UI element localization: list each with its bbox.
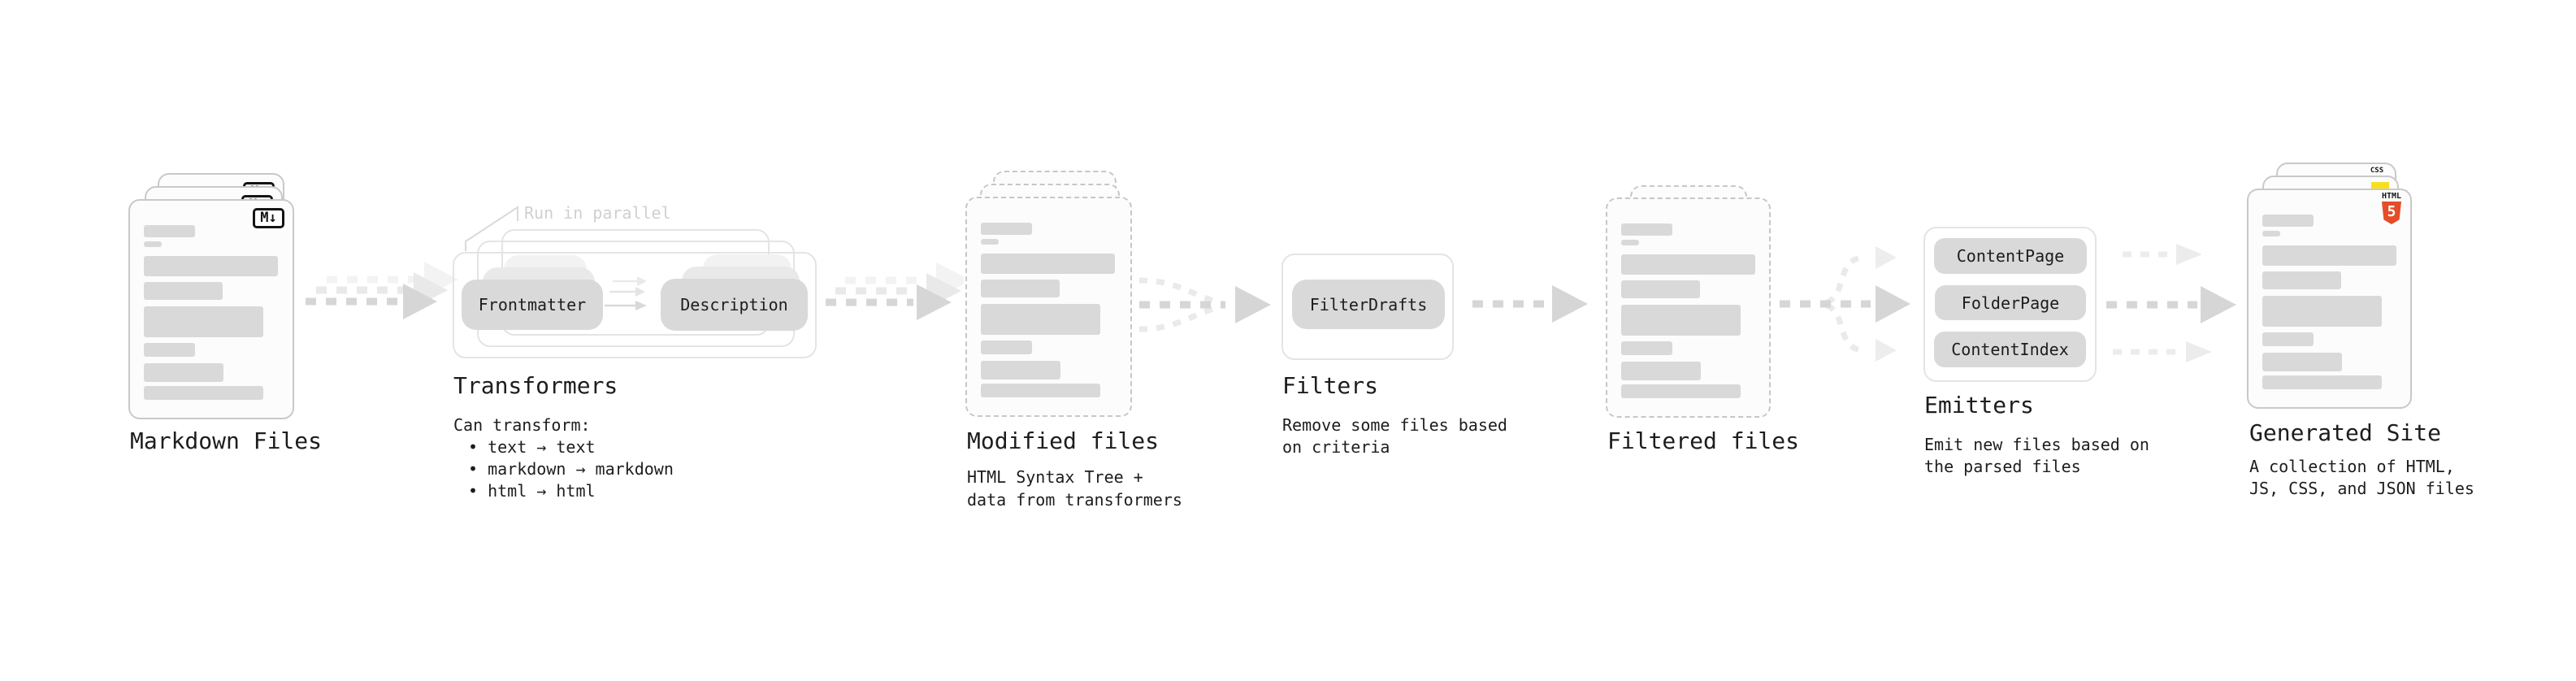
flow-arrow-icon (1472, 285, 1588, 323)
modified-file-card (965, 197, 1132, 417)
emitter-chip-contentindex: ContentIndex (1934, 332, 2086, 367)
skeleton-bar (981, 384, 1100, 397)
stage-title: Emitters (1924, 392, 2034, 419)
transformer-layer-box (453, 252, 817, 358)
chip-arrow-icon (609, 287, 645, 297)
html5-word: HTML (2382, 192, 2402, 201)
note-connector-line (465, 206, 518, 251)
html5-shield: 5 (2382, 202, 2401, 224)
skeleton-bar (2262, 353, 2342, 371)
skeleton-bar (2262, 245, 2396, 266)
skeleton-bar (144, 306, 263, 337)
stage-description: A collection of HTML, JS, CSS, and JSON … (2249, 456, 2474, 500)
run-in-parallel-note: Run in parallel (524, 203, 671, 223)
skeleton-bar (2262, 332, 2314, 346)
transform-bullet-list: • text → text • markdown → markdown • ht… (468, 436, 674, 502)
skeleton-bar (981, 304, 1100, 335)
skeleton-bar (144, 241, 162, 247)
parallel-flow-arrow-icon (826, 262, 964, 320)
stage-description: HTML Syntax Tree + data from transformer… (967, 466, 1182, 511)
skeleton-bar (981, 340, 1032, 354)
stage-title: Generated Site (2249, 419, 2442, 446)
desc-line: data from transformers (967, 490, 1182, 510)
filter-chip-filterdrafts: FilterDrafts (1292, 280, 1445, 329)
stage-title: Filtered files (1607, 427, 1800, 454)
flow-arrow-icon (2106, 286, 2236, 323)
javascript-logo-icon (2371, 182, 2389, 189)
parallel-flow-arrow-icon (306, 262, 458, 319)
stage-title: Transformers (453, 372, 618, 399)
desc-line: JS, CSS, and JSON files (2249, 479, 2474, 498)
desc-line: Emit new files based on (1924, 435, 2149, 454)
skeleton-bar (2262, 215, 2314, 227)
skeleton-bar (144, 386, 263, 400)
stage-description: Emit new files based on the parsed files (1924, 434, 2149, 478)
desc-line: Can transform: (453, 415, 591, 435)
skeleton-bar (144, 282, 223, 300)
skeleton-bar (1621, 254, 1755, 275)
bullet-line: • text → text (468, 437, 596, 457)
emitter-chip-folderpage: FolderPage (1935, 285, 2086, 320)
html5-logo-icon: HTML 5 (2382, 193, 2401, 224)
chip-arrow-icon (613, 276, 647, 286)
stage-description: Remove some files based on criteria (1282, 414, 1507, 458)
desc-line: HTML Syntax Tree + (967, 467, 1143, 487)
skeleton-bar (1621, 305, 1741, 336)
markdown-file-card: M↓ (128, 199, 294, 419)
skeleton-bar (1621, 280, 1700, 298)
skeleton-bar (1621, 223, 1672, 236)
bullet-line: • markdown → markdown (468, 459, 674, 479)
diverge-arrow-icon (1780, 246, 1910, 362)
stage-title: Filters (1282, 372, 1379, 399)
skeleton-bar (2262, 231, 2280, 236)
skeleton-bar (144, 256, 278, 276)
skeleton-bar (981, 361, 1060, 380)
skeleton-bar (2262, 271, 2341, 289)
transformer-chip-description: Description (661, 279, 808, 331)
skeleton-bar (1621, 362, 1701, 380)
desc-line: Remove some files based (1282, 415, 1507, 435)
skeleton-bar (981, 223, 1032, 235)
skeleton-bar (1621, 384, 1741, 398)
css-label: CSS (2370, 167, 2384, 175)
skeleton-bar (2262, 296, 2382, 327)
filtered-file-card (1606, 197, 1771, 418)
chip-arrow-icon (605, 301, 647, 310)
skeleton-bar (981, 254, 1115, 274)
stage-description: Can transform: (453, 414, 591, 436)
skeleton-bar (1621, 341, 1672, 355)
skeleton-bar (981, 239, 999, 245)
desc-line: A collection of HTML, (2249, 457, 2455, 476)
skeleton-bar (981, 280, 1060, 297)
flow-arrow-icon (2113, 341, 2212, 362)
skeleton-bar (1621, 240, 1639, 245)
filters-box (1281, 254, 1454, 360)
markdown-badge-icon: M↓ (253, 208, 284, 228)
transformer-chip-frontmatter: Frontmatter (462, 280, 603, 330)
emitters-box (1923, 227, 2097, 382)
skeleton-bar (144, 225, 195, 237)
desc-line: on criteria (1282, 437, 1390, 457)
flow-arrow-icon (2123, 244, 2202, 265)
generated-file-card-html: HTML 5 (2247, 189, 2412, 409)
skeleton-bar (2262, 375, 2382, 389)
desc-line: the parsed files (1924, 457, 2081, 476)
emitter-chip-contentpage: ContentPage (1934, 238, 2087, 274)
skeleton-bar (144, 343, 195, 357)
bullet-line: • html → html (468, 481, 596, 501)
stage-title: Modified files (967, 427, 1160, 454)
skeleton-bar (144, 363, 223, 382)
converge-arrow-icon (1138, 277, 1271, 332)
stage-title: Markdown Files (130, 427, 323, 454)
